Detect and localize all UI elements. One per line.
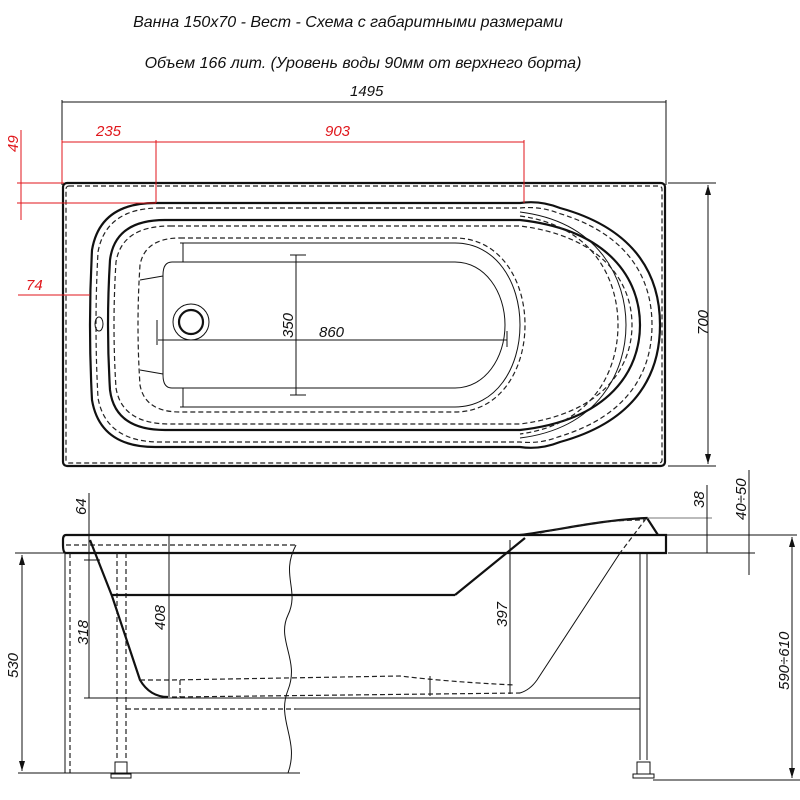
side-view: 530 64 318 408 397 38 40÷50 590÷610 [5, 470, 800, 781]
dim-offset-235: 235 [95, 123, 122, 140]
dim-height-530: 530 [5, 652, 22, 678]
dim-rim-64: 64 [73, 498, 90, 515]
top-view: 1495 700 [5, 83, 716, 468]
dim-headrest-38: 38 [691, 491, 708, 508]
dim-depth-318: 318 [75, 619, 92, 645]
dim-overall-length: 1495 [350, 83, 384, 100]
dim-offset-49: 49 [5, 135, 22, 152]
dim-depth-408: 408 [152, 604, 169, 630]
dim-overall-width: 700 [695, 309, 712, 335]
drawing-subtitle: Объем 166 лит. (Уровень воды 90мм от вер… [144, 55, 582, 72]
dim-depth-397: 397 [494, 601, 511, 627]
dim-inner-width: 350 [280, 312, 297, 338]
dim-inner-length: 860 [319, 324, 345, 341]
dim-leg-height: 590÷610 [776, 631, 793, 690]
dim-rim-adjust: 40÷50 [733, 478, 750, 520]
dim-offset-903: 903 [325, 123, 351, 140]
drawing-title: Ванна 150х70 - Вест - Схема с габаритным… [133, 14, 563, 31]
dim-offset-74: 74 [26, 277, 43, 294]
